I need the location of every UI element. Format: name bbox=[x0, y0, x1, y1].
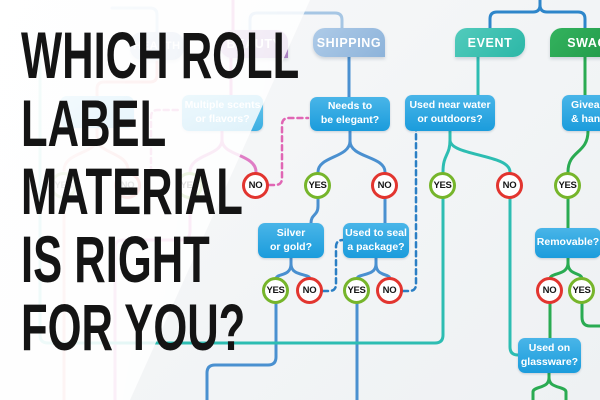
question-text: & han bbox=[571, 113, 600, 125]
question-text: or outdoors? bbox=[417, 113, 483, 125]
yes-circle: YES bbox=[554, 172, 581, 199]
question-text: or gold? bbox=[270, 240, 312, 253]
category-label: SHIPPING bbox=[316, 35, 382, 50]
yes-label: YES bbox=[347, 285, 366, 296]
question-box-seal-package: Used to seal a package? bbox=[343, 223, 409, 258]
no-label: NO bbox=[302, 285, 317, 296]
question-text: a package? bbox=[347, 240, 405, 253]
no-circle: NO bbox=[496, 172, 523, 199]
yes-label: YES bbox=[308, 180, 327, 191]
question-text: Used near water bbox=[409, 99, 491, 112]
no-label: NO bbox=[542, 285, 557, 296]
category-label: SWAG bbox=[567, 35, 600, 50]
title-line: MATERIAL bbox=[21, 154, 243, 228]
no-label: NO bbox=[382, 285, 397, 296]
event-swag-parent-lines bbox=[488, 0, 587, 30]
no-label: NO bbox=[248, 180, 263, 191]
yes-circle: YES bbox=[304, 172, 331, 199]
question-text: Removable? bbox=[536, 236, 600, 249]
category-box-event: EVENT bbox=[455, 28, 525, 57]
question-box-glassware: Used on glassware? bbox=[518, 338, 581, 373]
title-line: IS RIGHT bbox=[21, 222, 210, 296]
question-text: Used on bbox=[528, 341, 571, 354]
page-title: WHICH ROLL LABEL MATERIAL IS RIGHT FOR Y… bbox=[21, 21, 443, 361]
yes-label: YES bbox=[572, 285, 591, 296]
question-box-removable: Removable? bbox=[535, 228, 600, 258]
no-circle: NO bbox=[242, 172, 269, 199]
yes-label: YES bbox=[266, 285, 285, 296]
yes-label: YES bbox=[558, 180, 577, 191]
no-circle: NO bbox=[536, 277, 563, 304]
category-label: EVENT bbox=[467, 35, 513, 50]
question-box-elegant: Needs to be elegant? bbox=[310, 97, 390, 131]
swag-branch-lines bbox=[531, 55, 600, 400]
yes-label: YES bbox=[433, 180, 452, 191]
title-line: LABEL bbox=[21, 86, 167, 160]
question-box-giveaway: Givea & han bbox=[562, 95, 600, 131]
no-circle: NO bbox=[376, 277, 403, 304]
no-circle: NO bbox=[371, 172, 398, 199]
no-circle: NO bbox=[296, 277, 323, 304]
title-line: WHICH ROLL bbox=[21, 18, 300, 92]
title-line: FOR YOU? bbox=[21, 290, 246, 364]
no-label: NO bbox=[502, 180, 517, 191]
question-box-silver-gold: Silver or gold? bbox=[258, 223, 324, 258]
question-text: glassware? bbox=[520, 355, 579, 368]
yes-circle: YES bbox=[568, 277, 595, 304]
category-box-shipping: SHIPPING bbox=[313, 28, 385, 57]
yes-circle: YES bbox=[343, 277, 370, 304]
question-text: be elegant? bbox=[320, 114, 380, 126]
question-box-water-outdoors: Used near water or outdoors? bbox=[405, 95, 495, 131]
question-text: Givea bbox=[571, 99, 600, 112]
question-text: Needs to bbox=[327, 100, 373, 113]
no-label: NO bbox=[377, 180, 392, 191]
question-text: Used to seal bbox=[345, 226, 407, 239]
category-box-swag: SWAG bbox=[550, 28, 600, 57]
yes-circle: YES bbox=[262, 277, 289, 304]
yes-circle: YES bbox=[429, 172, 456, 199]
question-text: Silver bbox=[276, 226, 306, 239]
